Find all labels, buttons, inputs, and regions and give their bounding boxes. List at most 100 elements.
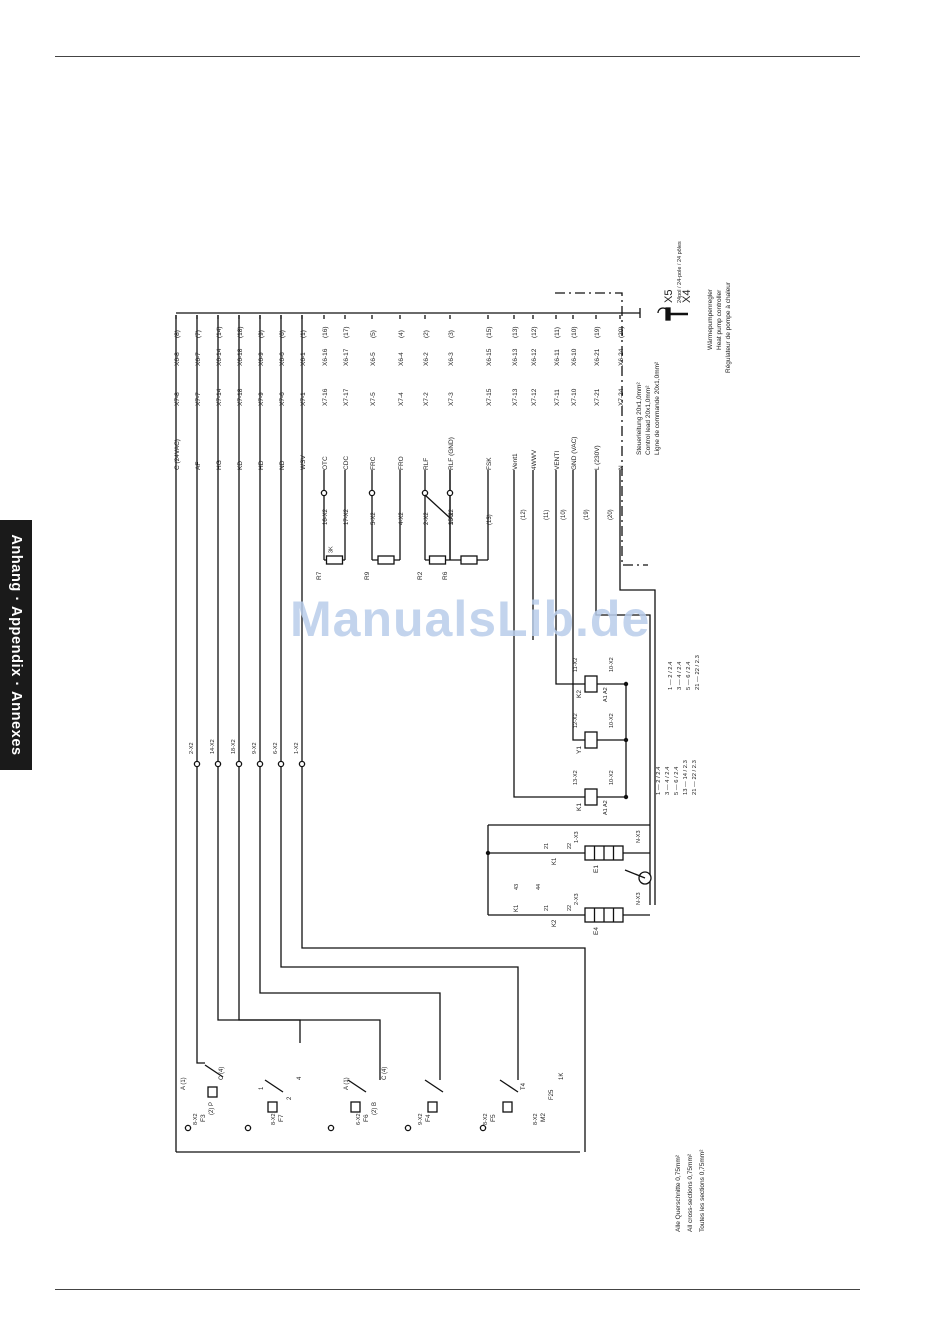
heater-contact-num: 21 — [544, 905, 550, 911]
terminal-pin-label: (9) — [258, 330, 265, 338]
terminal-signal-label: 4WWV — [531, 449, 538, 470]
terminal-x6-label: X6-2 — [423, 352, 430, 366]
af-wire — [196, 315, 205, 1064]
terminal-point — [298, 760, 306, 768]
terminal-pin-label: (17) — [343, 326, 350, 338]
terminal-x7-label: X7-10 — [571, 388, 578, 406]
sensor-terminal — [320, 489, 328, 497]
k1-contact-label: 1 — 2 / 2.4 — [656, 766, 662, 795]
terminal-pin-label: (2) — [423, 330, 430, 338]
k2-contact-label: 5 — 6 / 2.4 — [686, 661, 692, 690]
k1-contact-label: 3 — 4 / 2.4 — [665, 766, 671, 795]
terminal-signal-label: RLF (GND) — [448, 437, 455, 470]
heater-id-label: E4 — [593, 927, 600, 935]
k1-contact-id: K1 — [514, 904, 520, 912]
terminal-signal-label: FSK — [486, 457, 493, 470]
switch-terminal — [184, 1124, 192, 1132]
k1-contact-label: 13 — 14 / 2.3 — [683, 760, 689, 795]
sensor-terminal-label: 2-X2 — [424, 512, 430, 525]
terminal-x7-label: X7-6 — [279, 392, 286, 406]
switch-terminal-label: 8-X2 — [271, 1113, 277, 1125]
terminal-x7-label: X7-1 — [300, 392, 307, 406]
terminal-x6-label: X6-6 — [279, 352, 286, 366]
cross-section-fr: Toutes les sections 0,75mm² — [699, 1149, 706, 1232]
sensor-resistor — [377, 555, 395, 565]
relay-id-label: K2 — [576, 690, 583, 698]
terminal-signal-label: GND (VAC) — [571, 437, 578, 470]
terminal-signal-label: N — [618, 465, 625, 470]
k2-coil-feed — [555, 470, 585, 685]
sensor-terminal-label: 4-X2 — [399, 512, 405, 525]
terminal-signal-label: VENTI — [554, 451, 561, 470]
switch-p-label: (2) B — [372, 1102, 378, 1115]
cross-section-de: Alle Querschnitte 0,75mm² — [675, 1154, 682, 1232]
relay-id-label: K1 — [576, 803, 583, 811]
switch-contact — [347, 1079, 367, 1093]
controller-boundary — [555, 292, 648, 566]
control-lead-fr: Ligne de commande 20x1,0mm² — [654, 361, 661, 455]
switch-p-label: (2) P — [209, 1102, 215, 1115]
sensor-resistor — [325, 555, 344, 565]
sensor-id-label: R9 — [364, 571, 371, 580]
relay-coil — [584, 675, 598, 693]
heater-l-label: 1-X3 — [574, 831, 580, 843]
left-connector-label: 1-X2 — [294, 742, 300, 754]
k1-contact-num: 44 — [536, 884, 542, 890]
earth-lead — [624, 869, 646, 879]
k2-contact-label: 3 — 4 / 2.4 — [677, 661, 683, 690]
terminal-x6-label: X6-1 — [300, 352, 307, 366]
terminal-pin-label: (19) — [594, 326, 601, 338]
heater-l-label: 2-X3 — [574, 893, 580, 905]
terminal-signal-label: L (230V) — [594, 445, 601, 470]
left-connector-label: 6-X2 — [273, 742, 279, 754]
terminal-signal-label: AF — [195, 462, 202, 470]
heater-contact-label: K1 — [552, 857, 558, 865]
terminal-x7-label: X7-21 — [594, 388, 601, 406]
connector-pins-label: 24pol / 24-pole / 24 pôles — [677, 241, 683, 303]
switch-terminal-label: 8-X2 — [193, 1113, 199, 1125]
mid-pin-label: (12) — [521, 509, 527, 520]
switch-contact — [424, 1079, 444, 1093]
connector-x5-label: X5 — [663, 290, 675, 303]
switch-terminal-label: 9-X2 — [418, 1113, 424, 1125]
switch-a-label: A (1) — [181, 1077, 187, 1090]
terminal-pin-label: (16) — [322, 326, 329, 338]
switch-id-label: F3 — [200, 1114, 207, 1122]
terminal-pin-label: (11) — [554, 327, 561, 338]
terminal-point — [277, 760, 285, 768]
k1-contact-label: 21 — 22 / 2.3 — [692, 760, 698, 795]
mid-pin-label: (11) — [544, 510, 550, 520]
heater-n-label: N-X3 — [636, 830, 642, 843]
terminal-x6-label: X6-4 — [398, 352, 405, 366]
heater-contact-num: 21 — [544, 843, 550, 849]
switch-c-label: C (4) — [382, 1067, 388, 1080]
nd-wire — [280, 315, 519, 1080]
terminal-pin-label: (4) — [398, 330, 405, 338]
switch-terminal — [404, 1124, 412, 1132]
terminal-signal-label: OTC — [322, 456, 329, 470]
control-lead-en: Control lead 20x1,0mm² — [645, 385, 652, 455]
relay-terminal-label: 10-X2 — [609, 713, 615, 728]
left-connector-label: 2-X2 — [189, 742, 195, 754]
terminal-pin-label: (14) — [216, 326, 223, 338]
terminal-pin-label: (8) — [174, 330, 181, 338]
terminal-x6-label: X6-11 — [554, 349, 561, 366]
switch-c-label: 1K — [559, 1073, 565, 1080]
sensor-terminal-label: 5-X2 — [371, 512, 377, 525]
k2-contact-label: 1 — 2 / 2.4 — [668, 661, 674, 690]
terminal-x7-label: X7-9 — [258, 392, 265, 406]
terminal-x7-label: X7-5 — [370, 392, 377, 406]
switch-terminal — [327, 1124, 335, 1132]
hg-wire — [217, 315, 301, 1043]
relay-terminal-label: 10-X2 — [609, 657, 615, 672]
terminal-pin-label: (13) — [512, 326, 519, 338]
switch-c-label: 4 — [297, 1076, 303, 1080]
heater-contact-label: K2 — [552, 919, 558, 927]
junction-dot — [623, 737, 629, 743]
terminal-pin-label: (7) — [195, 330, 202, 338]
terminal-x7-label: X7-4 — [398, 392, 405, 406]
sensor-terminal-label: 16-X2 — [323, 508, 329, 525]
n-wire — [619, 470, 656, 905]
controller-label-en: Heat pump controller — [716, 289, 723, 350]
